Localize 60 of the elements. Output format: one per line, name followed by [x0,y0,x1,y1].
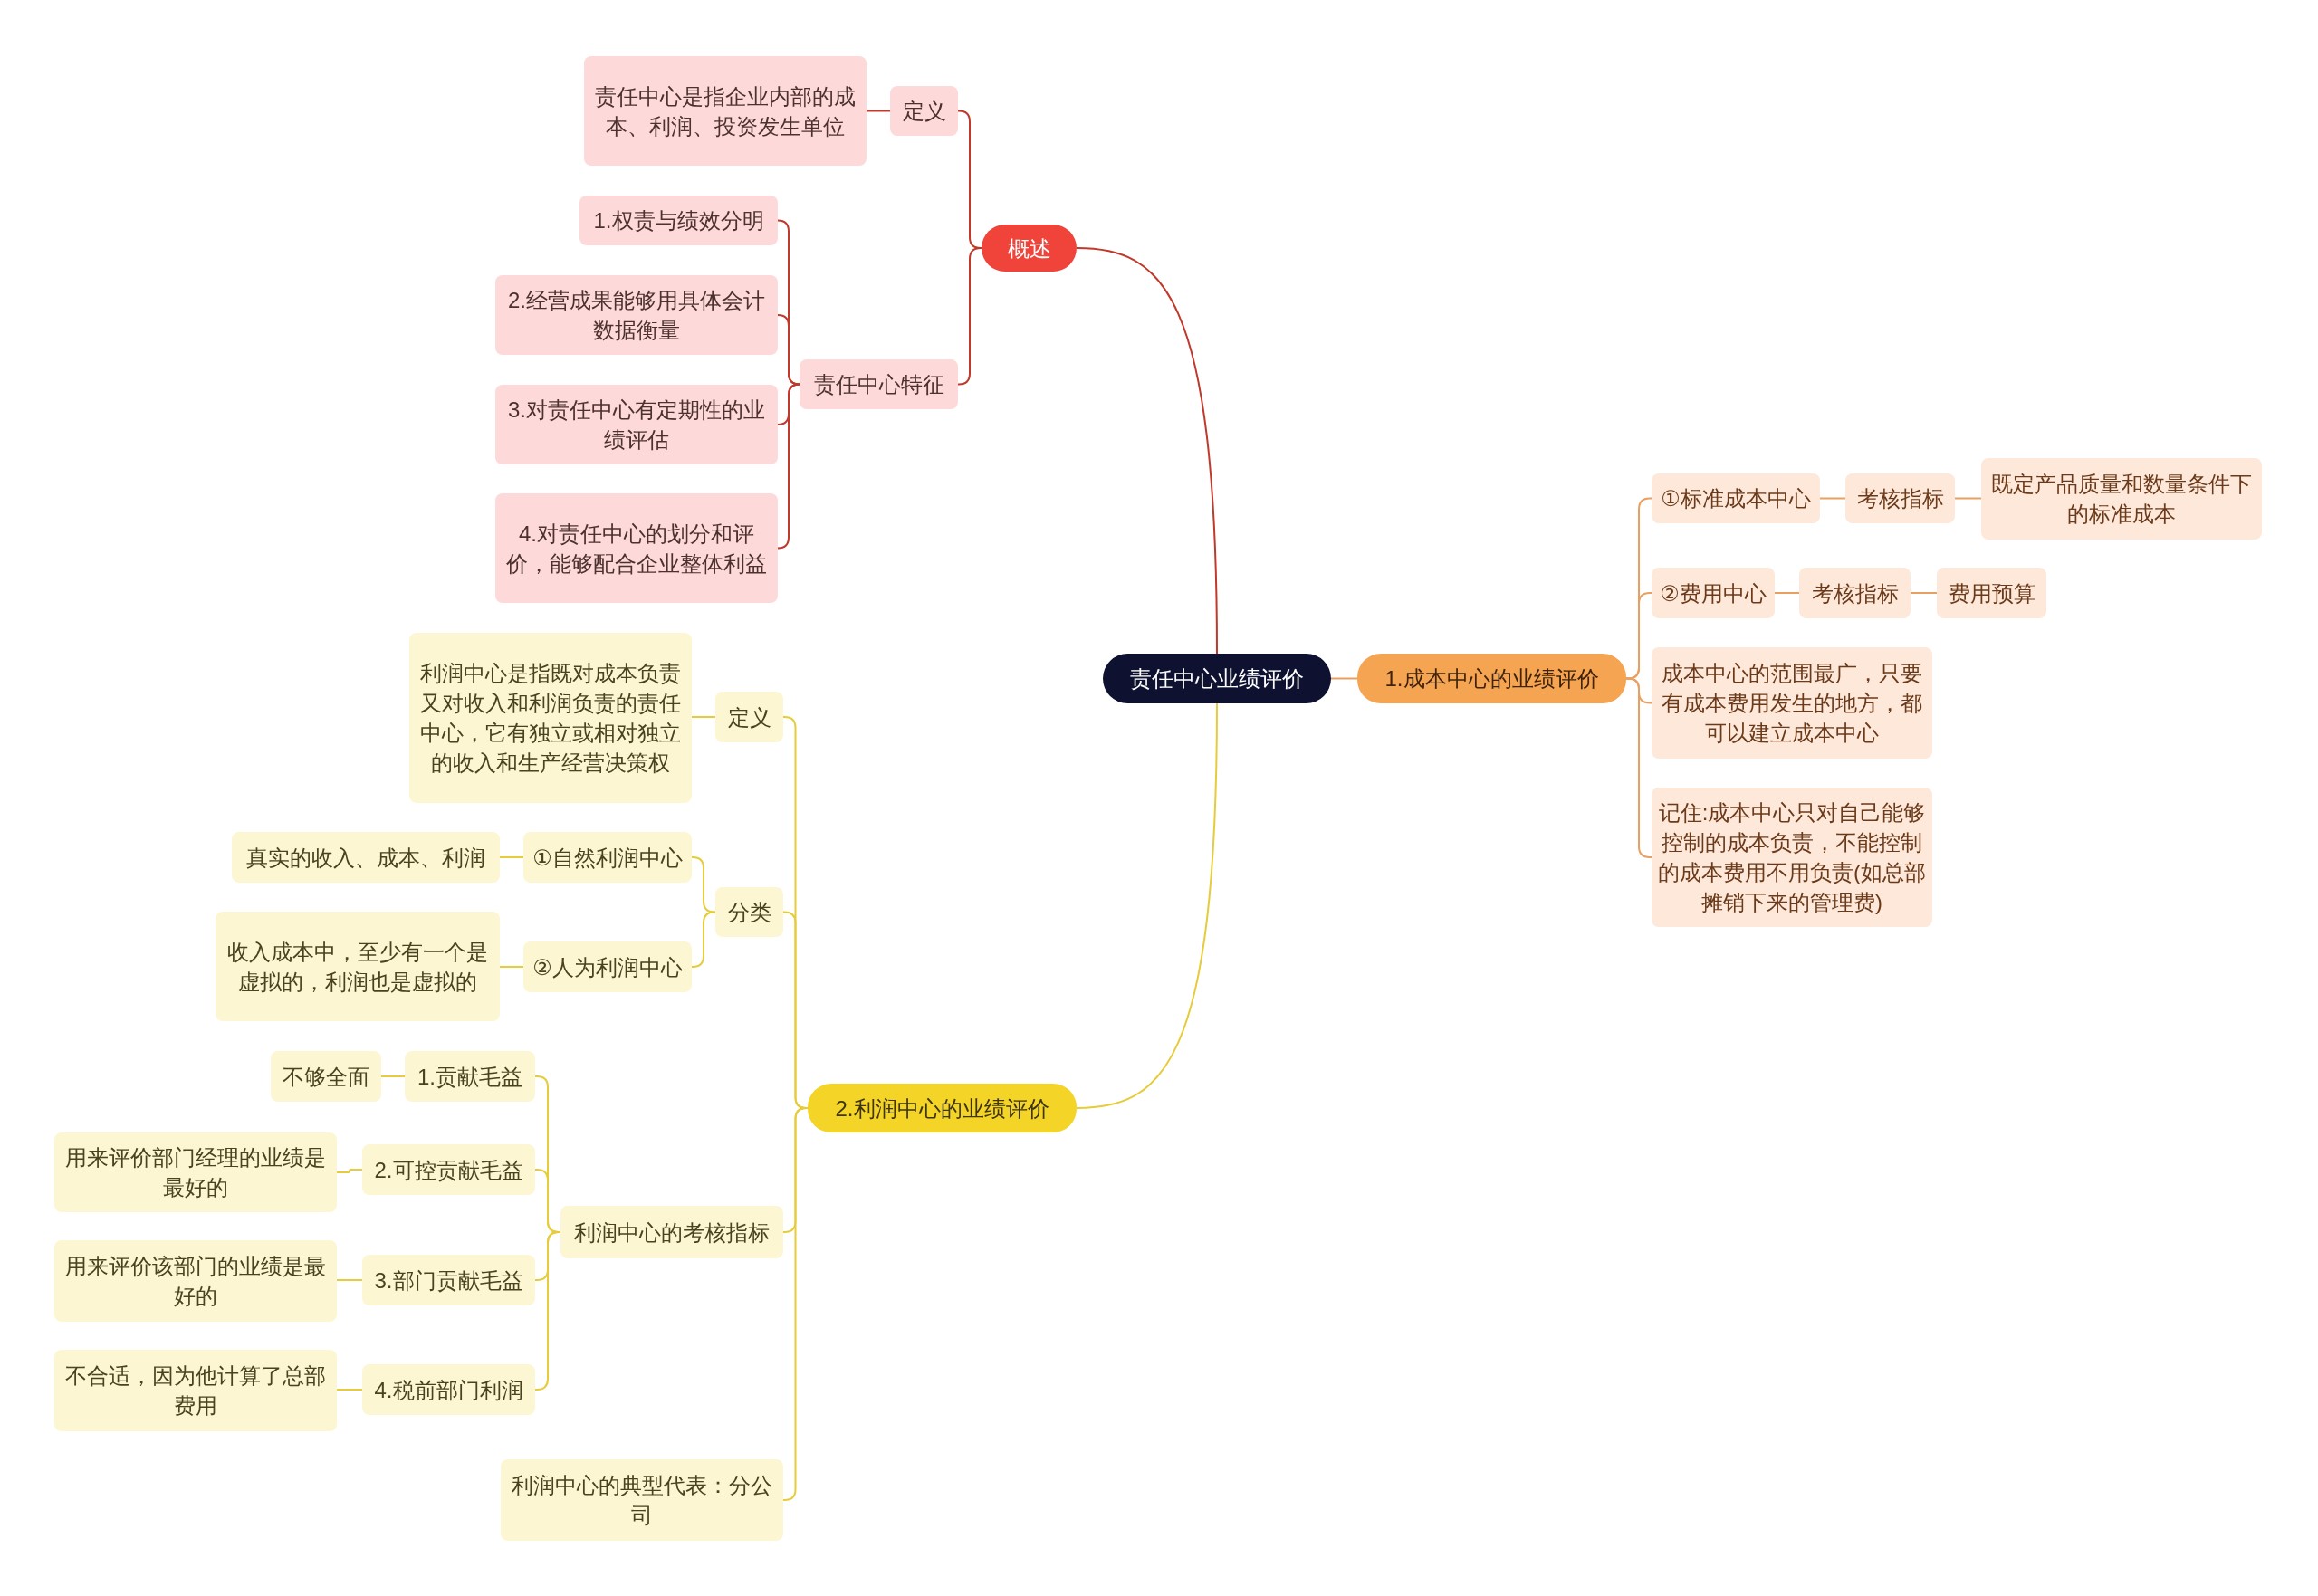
topic-box: 收入成本中，至少有一个是虚拟的，利润也是虚拟的 [216,912,500,1021]
topic-box: 1.贡献毛益 [405,1051,535,1102]
connector-line [957,247,982,386]
topic-box: 1.权责与绩效分明 [580,196,778,245]
connector-line [1625,592,1652,680]
topic-box: ②费用中心 [1652,568,1775,618]
topic-box: 4.税前部门利润 [362,1364,535,1415]
connector-line [1076,247,1218,655]
connector-line [1910,592,1938,594]
topic-box: 考核指标 [1799,568,1911,618]
topic-box: 2.可控贡献毛益 [362,1144,535,1195]
connector-line [336,1279,363,1281]
topic-box: 2.经营成果能够用具体会计数据衡量 [495,275,778,355]
connector-line [1330,677,1358,680]
topic-box: 利润中心的典型代表：分公司 [501,1459,783,1541]
topic-box: 责任中心是指企业内部的成本、利润、投资发生单位 [584,56,867,166]
topic-box: 用来评价部门经理的业绩是最好的 [54,1132,337,1212]
connector-line [691,716,716,718]
topic-box: 不合适，因为他计算了总部费用 [54,1350,337,1431]
connector-line [534,1231,561,1391]
topic-box: 不够全面 [271,1051,381,1102]
topic-box: 利润中心的考核指标 [560,1206,783,1258]
central-topic: 责任中心业绩评价 [1103,654,1331,703]
topic-box: 3.对责任中心有定期性的业绩评估 [495,385,778,464]
connector-line [1625,677,1652,858]
main-topic: 2.利润中心的业绩评价 [808,1084,1077,1132]
connector-line [1819,497,1846,500]
topic-box: 既定产品质量和数量条件下的标准成本 [1981,458,2262,540]
topic-box: ①标准成本中心 [1652,473,1820,523]
topic-box: 记住:成本中心只对自己能够控制的成本负责，不能控制的成本费用不用负责(如总部摊销下来的管理费) [1652,788,1932,927]
connector-line [499,966,524,968]
topic-box: 定义 [715,692,783,742]
topic-box: 费用预算 [1937,568,2046,618]
connector-line [336,1389,363,1391]
topic-box: 真实的收入、成本、利润 [232,832,500,883]
topic-box: ①自然利润中心 [523,832,692,883]
connector-line [777,383,800,550]
topic-box: 成本中心的范围最广，只要有成本费用发生的地方，都可以建立成本中心 [1652,647,1932,759]
connector-line [866,110,891,112]
main-topic: 1.成本中心的业绩评价 [1357,654,1626,703]
main-topic: 概述 [982,225,1077,272]
topic-box: 分类 [715,887,783,937]
connector-line [1076,702,1218,1109]
connector-line [1954,497,1982,500]
connector-line [782,1107,809,1501]
topic-box: 3.部门贡献毛益 [362,1255,535,1305]
connector-line [499,856,524,858]
topic-box: 责任中心特征 [800,359,958,409]
topic-box: 利润中心是指既对成本负责又对收入和利润负责的责任中心，它有独立或相对独立的收入和生产经营决策权 [409,633,692,803]
topic-box: 定义 [890,86,958,136]
connector-line [777,314,800,386]
topic-box: 考核指标 [1845,473,1955,523]
connector-line [1774,592,1800,594]
connector-line [380,1075,406,1077]
connector-line [691,911,716,968]
topic-box: 用来评价该部门的业绩是最好的 [54,1240,337,1322]
topic-box: ②人为利润中心 [523,941,692,992]
topic-box: 4.对责任中心的划分和评价，能够配合企业整体利益 [495,493,778,603]
connector-line [336,1169,363,1173]
connector-line [691,856,716,913]
